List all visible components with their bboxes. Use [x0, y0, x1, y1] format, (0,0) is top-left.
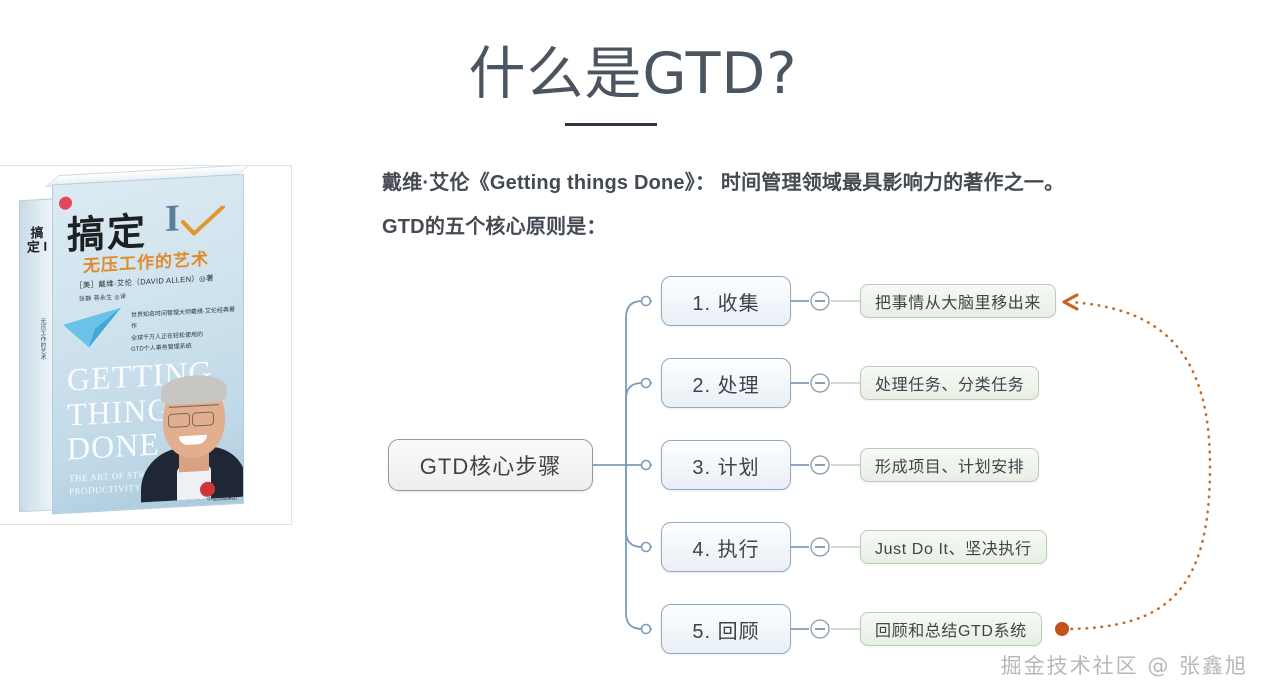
collapse-toggle-3: [810, 455, 830, 475]
mindmap-detail-node-1[interactable]: 把事情从大脑里移出来: [860, 284, 1057, 318]
mindmap-step-node-4[interactable]: 4. 执行: [661, 522, 791, 572]
book-front-cover: 搞定 I 无压工作的艺术 ［美］戴维·艾伦（DAVID ALLEN）◎著 张静 …: [52, 173, 244, 515]
portrait-glasses-left: [168, 412, 190, 428]
intro-text-block: 戴维·艾伦《Getting things Done》： 时间管理领域最具影响力的…: [382, 172, 1242, 238]
portrait-glasses-right: [192, 411, 214, 427]
mindmap-diagram: GTD核心步骤 1. 收集 2. 处理 3. 计划 4. 执行 5. 回顾 把事…: [380, 258, 1266, 658]
mindmap-step-node-3[interactable]: 3. 计划: [661, 440, 791, 490]
watermark: 掘金技术社区 @ 张鑫旭: [1000, 654, 1248, 678]
collapse-toggle-4: [810, 537, 830, 557]
book-cover-image: 搞定 I 无压工作的艺术 搞定 I 无压工作的艺术 ［美］戴维·艾伦（DAVID…: [0, 165, 292, 525]
mindmap-detail-node-3[interactable]: 形成项目、计划安排: [860, 448, 1040, 482]
mindmap-step-node-2[interactable]: 2. 处理: [661, 358, 791, 408]
intro-line-1: 戴维·艾伦《Getting things Done》： 时间管理领域最具影响力的…: [382, 172, 1065, 194]
mindmap-root-node[interactable]: GTD核心步骤: [388, 439, 593, 491]
book-translator: 张静 蒋永生 ◎译: [79, 294, 127, 303]
book-spine-subtitle: 无压工作的艺术: [39, 317, 45, 361]
mindmap-detail-node-4[interactable]: Just Do It、坚决执行: [860, 530, 1047, 564]
mindmap-connectors: [593, 291, 1212, 639]
mindmap-step-node-1[interactable]: 1. 收集: [661, 276, 791, 326]
checkmark-icon: [181, 205, 225, 236]
portrait-hair: [161, 373, 227, 406]
title-underline-rule: [565, 123, 657, 126]
collapse-toggle-2: [810, 373, 830, 393]
collapse-toggle-5: [810, 619, 830, 639]
page-title: 什么是GTD?: [468, 41, 798, 107]
book-volume: I: [165, 197, 180, 241]
book-3d: 搞定 I 无压工作的艺术 搞定 I 无压工作的艺术 ［美］戴维·艾伦（DAVID…: [19, 166, 252, 517]
book-publisher: 中信出版集团: [206, 495, 237, 503]
mindmap-detail-node-5[interactable]: 回顾和总结GTD系统: [860, 612, 1042, 646]
book-spine-title: 搞定 I: [26, 224, 48, 256]
author-portrait: [139, 337, 244, 503]
collapse-toggle-1: [810, 291, 830, 311]
mindmap-detail-node-2[interactable]: 处理任务、分类任务: [860, 366, 1040, 400]
mindmap-step-node-5[interactable]: 5. 回顾: [661, 604, 791, 654]
paper-plane-badge-icon: [63, 307, 121, 348]
intro-line-2: GTD的五个核心原则是：: [382, 216, 607, 238]
loop-arrow: [1055, 293, 1212, 636]
book-spine: 搞定 I 无压工作的艺术: [19, 198, 53, 513]
